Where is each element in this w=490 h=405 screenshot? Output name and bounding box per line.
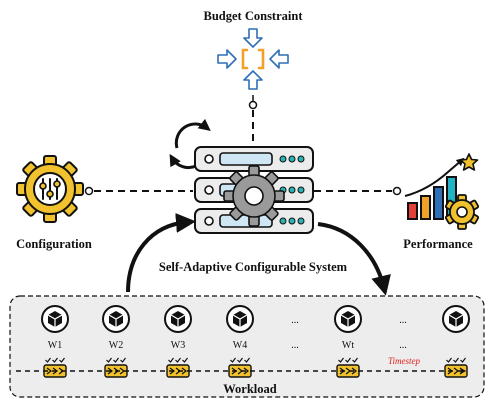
workload-label: Workload [223,382,277,396]
cube-icon [102,305,130,333]
workload-label-item: W1 [48,340,62,351]
configuration-label: Configuration [16,237,92,251]
horizontal-connector [82,186,402,196]
ellipsis-label: ... [399,315,407,326]
ellipsis-label: ... [291,340,299,351]
cube-icon [334,305,362,333]
ellipsis-label: ... [399,340,407,351]
timestep-label: Timestep [388,356,421,366]
bracket-icon [241,48,265,70]
cube-icon [41,305,69,333]
server-stack-icon [194,146,314,234]
timeline: Timestep [16,356,467,374]
check-marks [230,357,250,363]
budget-label: Budget Constraint [204,9,304,23]
check-marks [446,357,466,363]
performance-label: Performance [403,237,473,251]
check-marks [45,357,65,363]
workload-label-item: W2 [109,340,123,351]
check-marks [338,357,358,363]
workload-label-item: Wt [342,340,354,351]
cube-icon [442,305,470,333]
gear-icon [223,165,285,227]
system-label: Self-Adaptive Configurable System [159,260,348,274]
server-unit [194,146,314,172]
cube-icon [226,305,254,333]
budget-connector [248,95,258,146]
gear-slider-icon [16,155,84,223]
cycle-arrow-icon [169,118,211,170]
gear-icon [444,194,480,230]
check-marks [106,357,126,363]
workload-label-item: W3 [171,340,185,351]
workload-label-item: W4 [233,340,247,351]
system-to-performance-arrow [317,222,391,296]
check-marks [168,357,188,363]
workload-to-system-arrow [126,212,196,293]
cube-icon [164,305,192,333]
workload-items: W1 W2 W3 W4...... Wt...... [41,305,470,378]
ellipsis-label: ... [291,315,299,326]
bar-chart-icon [404,153,480,230]
star-icon [459,153,479,171]
arrows-in-icon [217,28,289,90]
